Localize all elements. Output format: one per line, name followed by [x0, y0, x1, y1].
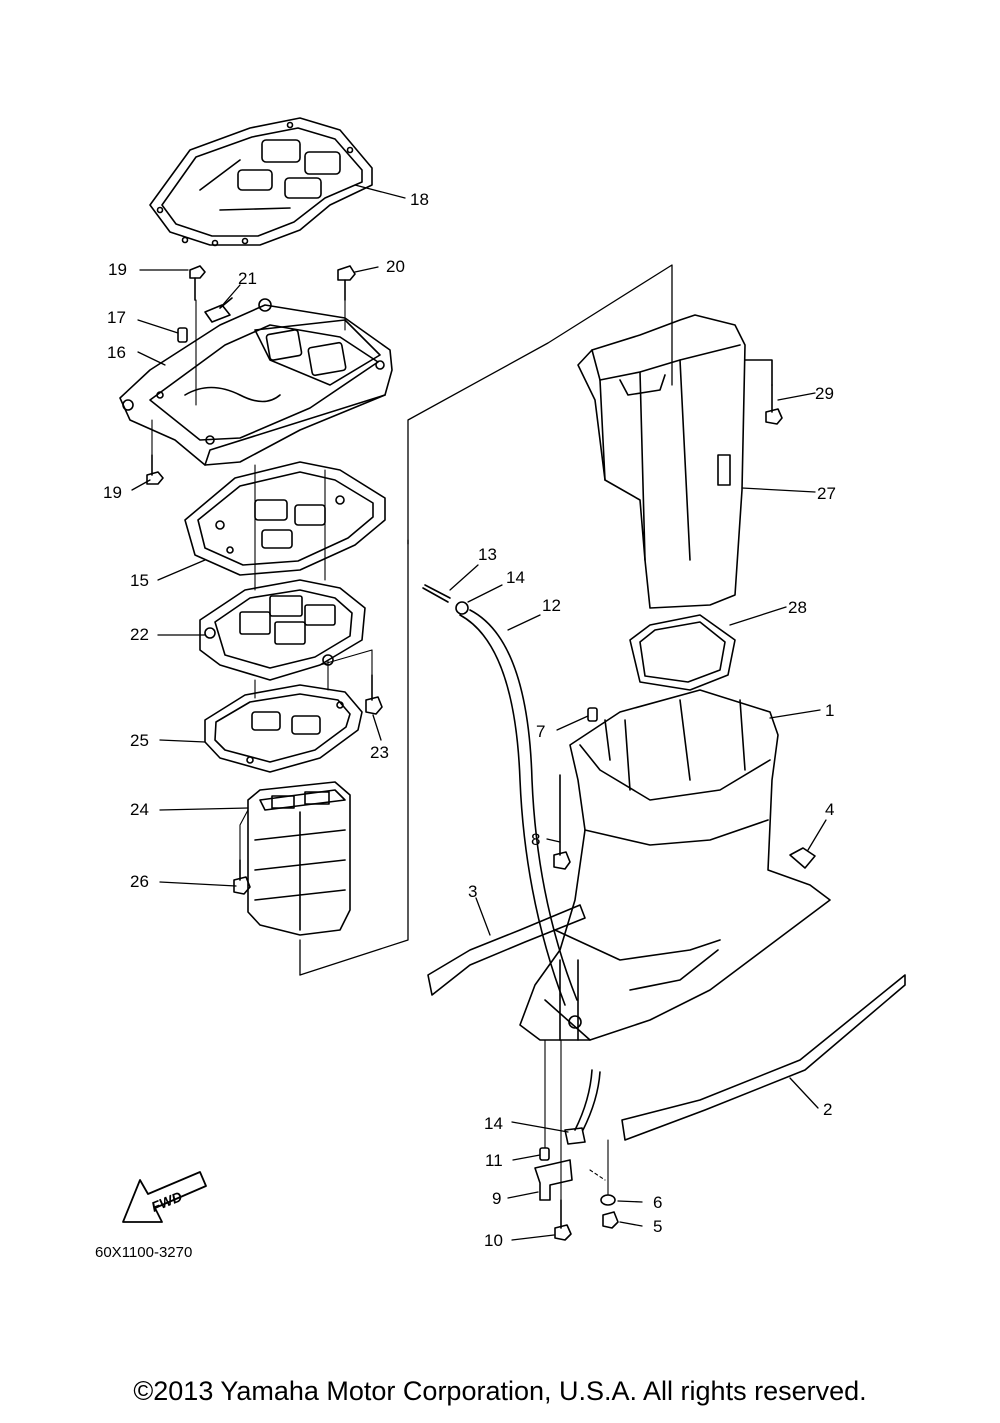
callout-29: 29	[815, 384, 834, 403]
lower-casing-1	[519, 689, 831, 1041]
dowel-7	[587, 707, 598, 722]
callout-26: 26	[130, 872, 149, 891]
upper-casing-27	[577, 314, 773, 609]
washer-6	[600, 1194, 616, 1206]
gasket-25	[204, 684, 363, 773]
callout-20: 20	[386, 257, 405, 276]
fitting-21	[204, 297, 233, 323]
callout-6: 6	[653, 1193, 662, 1212]
callout-14-top: 14	[506, 568, 525, 587]
callout-13: 13	[478, 545, 497, 564]
screw-5	[602, 1211, 619, 1229]
callout-25: 25	[130, 731, 149, 750]
nipple-13	[422, 584, 451, 603]
gasket-15	[184, 461, 386, 576]
callout-3: 3	[468, 882, 477, 901]
callout-9: 9	[492, 1189, 501, 1208]
callout-4: 4	[825, 800, 834, 819]
callout-11: 11	[485, 1151, 503, 1170]
callout-5: 5	[653, 1217, 662, 1236]
callout-15: 15	[130, 571, 149, 590]
callout-28: 28	[788, 598, 807, 617]
alignment-lines-left	[151, 299, 373, 861]
gasket-18	[149, 117, 373, 247]
bolt-26	[233, 859, 251, 895]
callout-1: 1	[825, 701, 834, 720]
part-code-label: 60X1100-3270	[95, 1244, 192, 1261]
callout-10: 10	[484, 1231, 503, 1250]
callout-7: 7	[536, 722, 545, 741]
bracket-9	[534, 1159, 573, 1201]
bolt-19-bottom	[146, 454, 164, 485]
fwd-arrow-icon	[122, 1171, 207, 1223]
hose-12	[459, 609, 578, 1006]
silencer-24	[247, 781, 351, 936]
dowel-17	[177, 327, 188, 343]
seal-28	[629, 614, 736, 691]
bolt-23	[365, 674, 383, 715]
callout-8: 8	[531, 830, 540, 849]
exhaust-guide-16	[119, 298, 393, 466]
bracket-line	[299, 264, 673, 976]
callout-27: 27	[817, 484, 836, 503]
callout-18: 18	[410, 190, 429, 209]
callout-12: 12	[542, 596, 561, 615]
callout-24: 24	[130, 800, 149, 819]
callout-22: 22	[130, 625, 149, 644]
callout-19-bottom: 19	[103, 483, 122, 502]
lower-hose	[574, 1069, 601, 1131]
plate-22	[199, 579, 366, 681]
callout-21: 21	[238, 269, 257, 288]
clip-14-top	[455, 601, 469, 615]
leader-lines	[131, 184, 827, 1241]
callout-17: 17	[107, 308, 126, 327]
copyright-notice: ©2013 Yamaha Motor Corporation, U.S.A. A…	[133, 1376, 867, 1406]
bolt-20	[337, 265, 356, 301]
bolt-10	[554, 1199, 572, 1241]
dowel-11	[539, 1147, 550, 1161]
strip-2	[621, 974, 906, 1141]
clip-14-bottom	[564, 1127, 586, 1145]
strip-3	[427, 904, 586, 996]
bolt-8	[553, 774, 571, 870]
callout-23: 23	[370, 743, 389, 762]
callout-2: 2	[823, 1100, 832, 1119]
callout-16: 16	[107, 343, 126, 362]
callout-19-top: 19	[108, 260, 127, 279]
alignment-lines-right	[544, 1039, 609, 1201]
bolt-29	[765, 384, 783, 425]
callout-14-bottom: 14	[484, 1114, 503, 1133]
bolt-19-top	[189, 265, 206, 301]
grommet-4	[789, 847, 816, 869]
callout-labels: 18 19 20 21 17 16 19 15 22 25 23 24 26 1…	[95, 190, 836, 1261]
